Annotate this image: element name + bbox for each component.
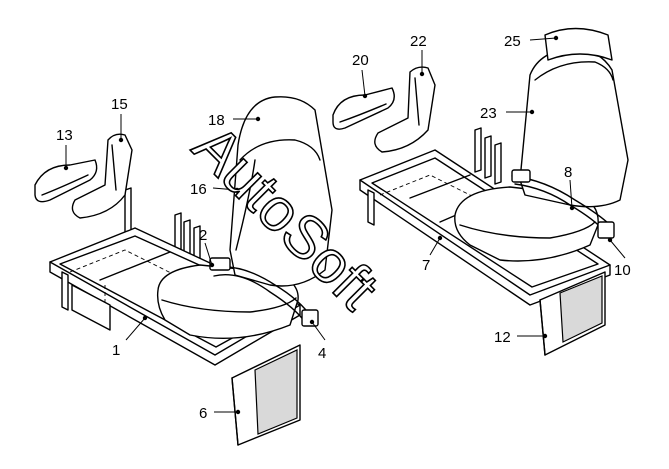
callout-label-22: 22 bbox=[410, 33, 427, 50]
callout-18: 18 bbox=[208, 112, 261, 129]
callout-label-8: 8 bbox=[564, 164, 572, 181]
right-seat-cushion bbox=[454, 186, 599, 262]
callout-2: 2 bbox=[199, 227, 215, 268]
left-seat-assembly bbox=[34, 96, 333, 446]
right-seat-assembly bbox=[332, 27, 629, 356]
callout-6: 6 bbox=[199, 405, 241, 422]
left-front-panel bbox=[231, 344, 301, 446]
right-front-panel bbox=[539, 271, 606, 356]
callout-20: 20 bbox=[352, 52, 369, 99]
callout-25: 25 bbox=[504, 33, 559, 50]
left-side-trim bbox=[71, 133, 133, 219]
callout-13: 13 bbox=[56, 127, 73, 171]
callout-label-2: 2 bbox=[199, 227, 207, 244]
right-seat-back bbox=[519, 27, 629, 208]
callout-4: 4 bbox=[309, 319, 326, 362]
right-frame-posts bbox=[474, 127, 502, 185]
callout-1: 1 bbox=[112, 315, 148, 359]
callout-label-10: 10 bbox=[614, 262, 631, 279]
callout-label-12: 12 bbox=[494, 329, 511, 346]
callout-16: 16 bbox=[190, 181, 240, 198]
callout-label-16: 16 bbox=[190, 181, 207, 198]
callout-10: 10 bbox=[607, 237, 631, 279]
callout-label-13: 13 bbox=[56, 127, 73, 144]
callout-12: 12 bbox=[494, 329, 548, 346]
callout-8: 8 bbox=[564, 164, 575, 211]
right-armrest bbox=[332, 87, 395, 130]
callout-23: 23 bbox=[480, 105, 535, 122]
left-armrest bbox=[34, 159, 98, 203]
right-side-trim bbox=[374, 66, 436, 153]
callout-label-23: 23 bbox=[480, 105, 497, 122]
callout-22: 22 bbox=[410, 33, 427, 77]
callout-7: 7 bbox=[422, 235, 443, 274]
left-seat-back bbox=[229, 96, 333, 287]
callout-label-7: 7 bbox=[422, 257, 430, 274]
callout-label-25: 25 bbox=[504, 33, 521, 50]
callout-15: 15 bbox=[111, 96, 128, 143]
callout-label-1: 1 bbox=[112, 342, 120, 359]
callout-label-18: 18 bbox=[208, 112, 225, 129]
callout-label-20: 20 bbox=[352, 52, 369, 69]
callout-label-6: 6 bbox=[199, 405, 207, 422]
callout-label-4: 4 bbox=[318, 345, 326, 362]
right-seat-belt bbox=[511, 169, 615, 239]
callout-label-15: 15 bbox=[111, 96, 128, 113]
